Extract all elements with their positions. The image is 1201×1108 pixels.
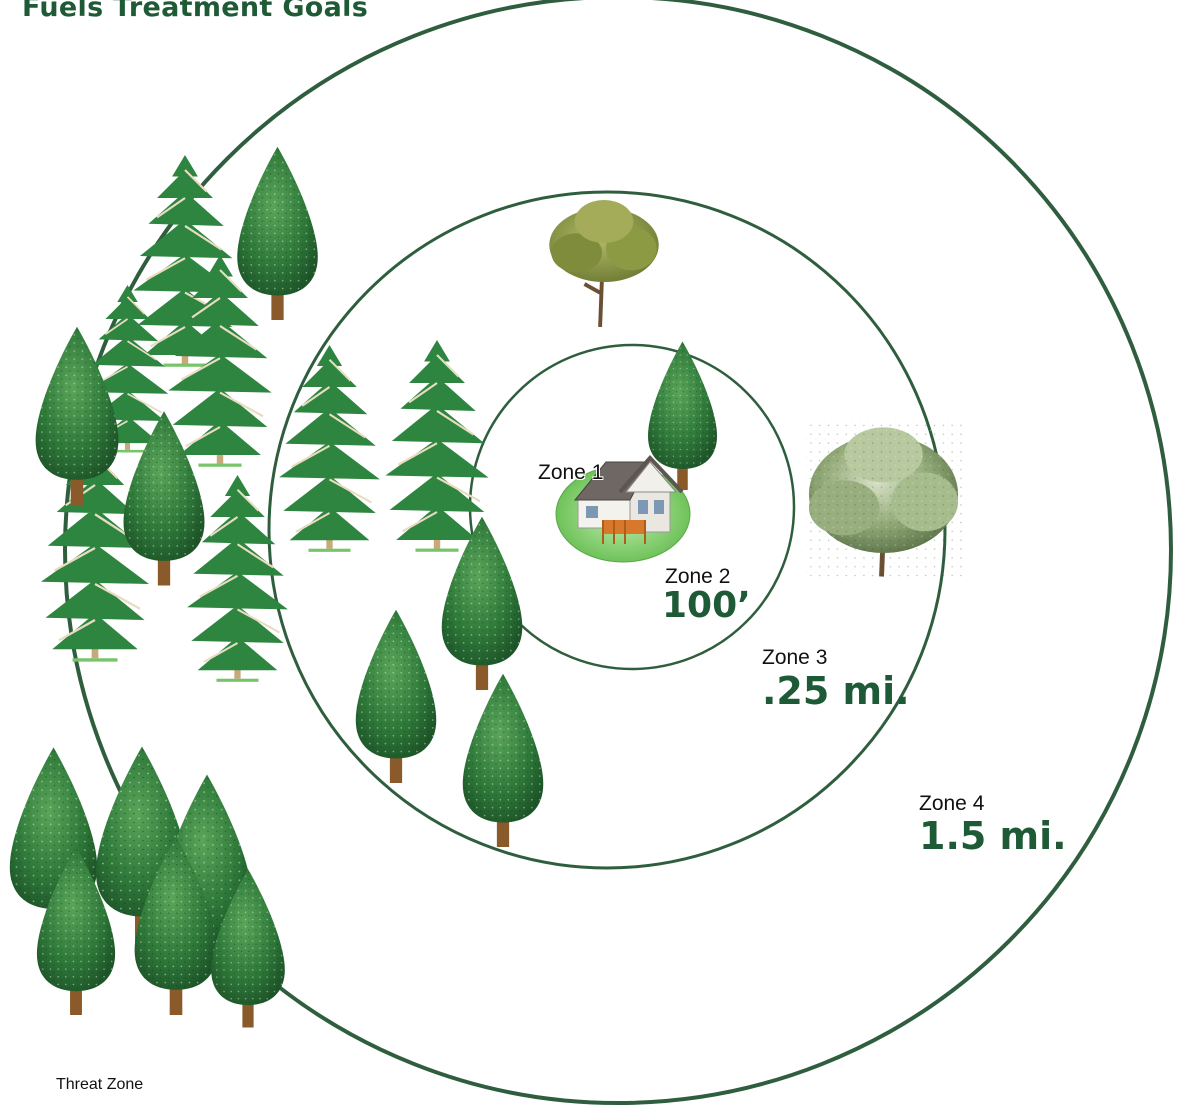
zone-4-label: Zone 4 xyxy=(919,792,984,816)
diagram-title: Fuels Treatment Goals xyxy=(22,0,368,23)
oak-tree-icon xyxy=(549,200,658,327)
zone-3-distance: .25 mi. xyxy=(762,672,910,710)
conifer-tree-icon xyxy=(356,610,437,783)
conifer-tree-icon xyxy=(463,674,544,847)
pine-tree-icon xyxy=(279,345,380,552)
conifer-tree-icon xyxy=(442,517,523,690)
sycamore-tree-icon xyxy=(805,420,962,577)
conifer-tree-icon xyxy=(237,147,318,320)
threat-zone-caption: Threat Zone xyxy=(56,1076,143,1094)
zone-3-label: Zone 3 xyxy=(762,646,827,670)
pine-tree-icon xyxy=(385,340,488,552)
zone-2-distance: 100’ xyxy=(662,588,751,624)
zone-4-distance: 1.5 mi. xyxy=(919,817,1067,855)
zone-1-label: Zone 1 xyxy=(538,461,603,485)
